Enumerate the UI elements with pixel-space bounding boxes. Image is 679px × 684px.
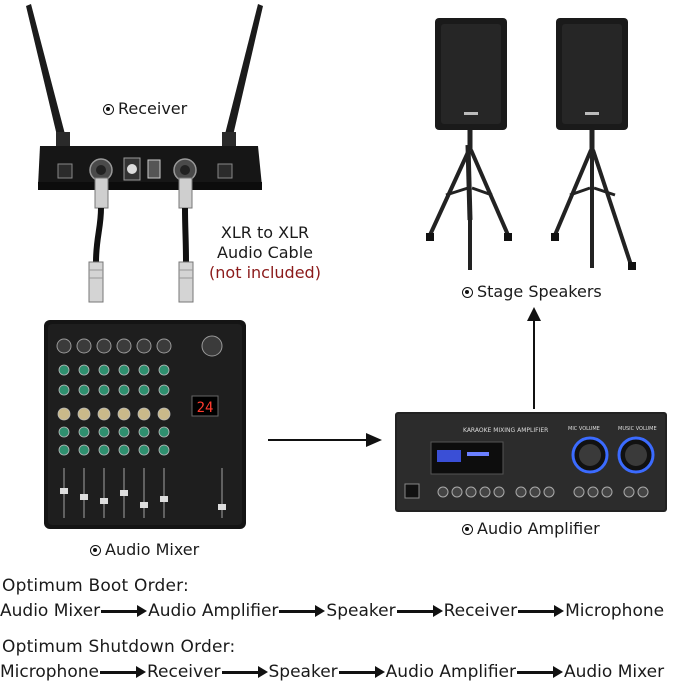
mixer-knob <box>78 426 90 438</box>
bullet-icon <box>90 545 101 556</box>
stage-speakers-illustration <box>426 18 636 270</box>
amp-mic-volume-label: MIC VOLUME <box>568 426 600 432</box>
arrow-up-icon <box>527 307 541 409</box>
boot-step-4: Receiver <box>443 601 518 621</box>
arrow-right-icon <box>338 666 385 678</box>
stage-speakers-label: Stage Speakers <box>462 282 602 301</box>
mixer-knob <box>78 384 90 396</box>
mixer-knob <box>137 407 151 421</box>
mixer-knob <box>118 426 130 438</box>
mixer-knob <box>138 384 150 396</box>
cable-note: XLR to XLR Audio Cable (not included) <box>200 223 330 283</box>
mixer-knob <box>57 407 71 421</box>
cable-line-2: Audio Cable <box>217 243 313 262</box>
arrow-right-icon <box>268 433 382 447</box>
mixer-knob <box>78 364 90 376</box>
bullet-icon <box>462 524 473 535</box>
arrow-right-icon <box>516 666 563 678</box>
bullet-icon <box>103 104 114 115</box>
mixer-knob <box>117 407 131 421</box>
arrow-right-icon <box>279 605 326 617</box>
audio-amplifier-illustration: KARAOKE MIXING AMPLIFIER MIC VOLUME MUSI… <box>395 412 667 512</box>
mixer-knob <box>118 384 130 396</box>
mixer-knob <box>98 444 110 456</box>
mixer-knob <box>158 384 170 396</box>
shutdown-step-5: Audio Mixer <box>563 662 665 682</box>
arrow-right-icon <box>396 605 443 617</box>
mixer-knob <box>158 444 170 456</box>
mixer-knob <box>98 384 110 396</box>
arrow-right-icon <box>221 666 268 678</box>
receiver-illustration <box>26 4 263 303</box>
boot-step-5: Microphone <box>565 601 665 621</box>
boot-step-2: Audio Amplifier <box>148 601 279 621</box>
mixer-knob <box>98 364 110 376</box>
shutdown-step-4: Audio Amplifier <box>385 662 516 682</box>
shutdown-order-row: Microphone Receiver Speaker Audio Amplif… <box>0 662 664 682</box>
mixer-knob <box>58 384 70 396</box>
mixer-knob <box>158 426 170 438</box>
cable-line-3: (not included) <box>209 263 321 282</box>
arrow-right-icon <box>518 605 565 617</box>
shutdown-step-2: Receiver <box>146 662 221 682</box>
boot-order-title: Optimum Boot Order: <box>2 576 189 596</box>
mixer-knob <box>138 444 150 456</box>
audio-mixer-illustration: 24 <box>44 320 246 529</box>
arrow-right-icon <box>99 666 146 678</box>
mixer-knob <box>78 444 90 456</box>
mixer-knob <box>118 364 130 376</box>
shutdown-order-title: Optimum Shutdown Order: <box>2 637 236 657</box>
amp-music-volume-label: MUSIC VOLUME <box>618 426 657 432</box>
mixer-knob <box>77 407 91 421</box>
mixer-knob <box>118 444 130 456</box>
mixer-knob <box>157 407 171 421</box>
boot-step-1: Audio Mixer <box>0 601 101 621</box>
mixer-knob <box>98 426 110 438</box>
mixer-knob <box>138 426 150 438</box>
mixer-knob <box>58 426 70 438</box>
boot-order-row: Audio Mixer Audio Amplifier Speaker Rece… <box>0 601 664 621</box>
shutdown-step-1: Microphone <box>0 662 99 682</box>
amp-title: KARAOKE MIXING AMPLIFIER <box>463 427 548 434</box>
mixer-knob <box>58 444 70 456</box>
bullet-icon <box>462 287 473 298</box>
mixer-knob <box>138 364 150 376</box>
boot-step-3: Speaker <box>326 601 396 621</box>
audio-amplifier-label: Audio Amplifier <box>462 519 600 538</box>
cable-line-1: XLR to XLR <box>220 223 310 242</box>
audio-mixer-label: Audio Mixer <box>90 540 199 559</box>
mixer-knob <box>97 407 111 421</box>
mixer-knob <box>158 364 170 376</box>
arrow-right-icon <box>101 605 148 617</box>
mixer-display: 24 <box>197 400 214 416</box>
shutdown-step-3: Speaker <box>268 662 338 682</box>
mixer-knob <box>58 364 70 376</box>
receiver-label: Receiver <box>103 99 187 118</box>
